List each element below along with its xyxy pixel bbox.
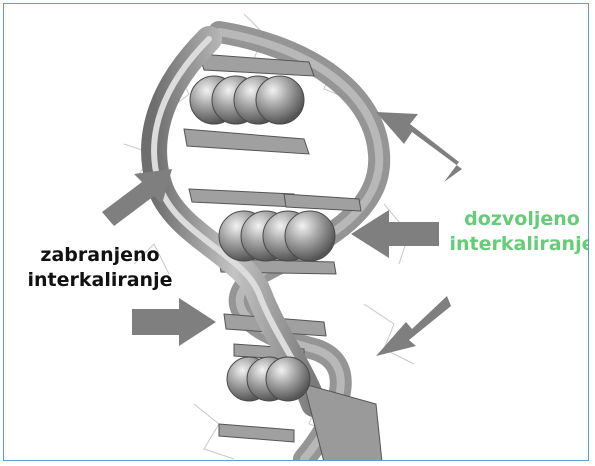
arrow-allowed-bottom (376, 296, 451, 356)
label-forbidden-intercalation: zabranjeno interkaliranje (20, 243, 180, 293)
figure-frame: zabranjeno interkaliranje dozvoljeno int… (3, 3, 589, 461)
label-allowed-intercalation: dozvoljeno interkaliranje (448, 207, 589, 257)
label-allowed-line1: dozvoljeno (448, 207, 589, 232)
label-allowed-line2: interkaliranje (448, 232, 589, 257)
intercalator-bottom (227, 357, 310, 401)
intercalator-middle (219, 211, 335, 261)
label-forbidden-line1: zabranjeno (20, 243, 180, 268)
arrow-forbidden-lower (132, 298, 216, 346)
intercalator-top (190, 76, 304, 124)
arrow-forbidden-upper (102, 169, 172, 226)
label-forbidden-line2: interkaliranje (20, 268, 180, 293)
